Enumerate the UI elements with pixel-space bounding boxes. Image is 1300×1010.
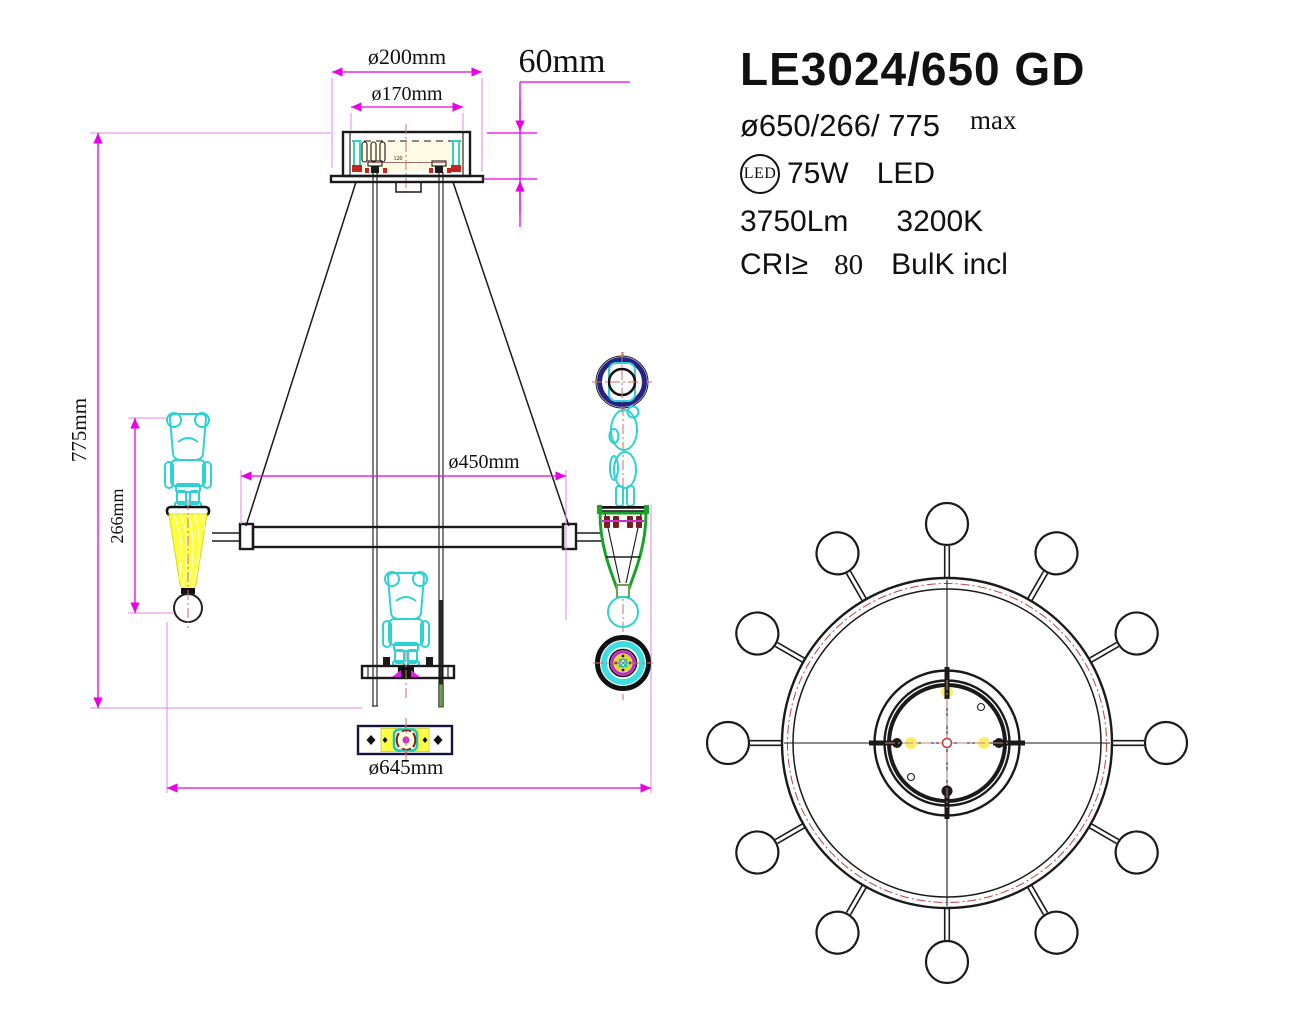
dimension-pendant-height: 266mm [107,417,173,614]
source-type: LED [876,157,936,190]
bulb-side-view [607,596,639,628]
wattage-value: 75W [787,157,849,190]
ring-diameter-label: ø450mm [448,451,520,473]
dimension-canopy-height: 60mm [483,43,630,227]
overall-diameter-label: ø645mm [369,755,444,779]
dimension-ring-diameter: ø450mm [240,451,567,620]
shade-bottom-view [593,635,653,691]
canopy-inner-note: 120 [394,156,403,162]
ceiling-canopy: 120 [329,124,485,196]
product-power-line: LED 75W LED [740,154,1220,194]
overall-height-label: 775mm [67,398,91,462]
connector-bottom-detail [356,718,454,762]
product-cri-line: CRI≥ 80 BulK incl [740,248,1220,282]
dimension-canopy-outer: ø200mm [331,44,483,172]
dimension-canopy-inner: ø170mm [350,83,464,130]
light-ring-bar [212,522,603,551]
center-rod-left [372,172,378,707]
bear-figure-front-center [382,571,430,667]
side-detail-views [592,352,653,700]
luminous-flux: 3750Lm [740,205,849,238]
bear-figure-side-view [608,405,640,507]
canopy-top-view [869,667,1025,819]
pendant-element-height-label: 266mm [107,488,127,543]
led-badge-icon: LED [740,154,780,194]
product-info-block: LE3024/650 GD ø650/266/ 775 max LED 75W L… [740,42,1220,282]
bulb-spokes [705,501,1189,985]
ring-outer-circle [780,576,1114,910]
suspension-cable-left [245,181,357,527]
cri-label: CRI≥ [740,248,809,281]
canopy-outer-diameter-label: ø200mm [368,44,446,69]
pendant-left [164,412,212,628]
green-cone-side-view [597,505,649,628]
cri-value: 80 [834,249,864,281]
size-summary: ø650/266/ 775 [740,108,940,143]
yellow-cone-shade [168,513,208,590]
bulb-included: BulK incl [891,248,1008,281]
dimension-overall-diameter: ø645mm [166,505,652,793]
canopy-height-label: 60mm [519,43,606,80]
bear-figure-front-left [164,412,212,508]
canopy-bolt-right [431,160,447,173]
suspension-cable-right [452,181,570,527]
product-size-line: ø650/266/ 775 max [740,105,1220,144]
product-model: LE3024/650 GD [740,43,1086,95]
center-mark [941,737,953,749]
center-rod-right [438,172,444,708]
front-view: 120 [67,43,652,793]
dimension-overall-height: 775mm [67,132,362,709]
product-flux-line: 3750Lm 3200K [740,205,1220,239]
top-view [705,501,1189,985]
lower-tier [360,571,456,700]
size-max-note: max [969,105,1017,135]
color-temperature: 3200K [896,205,984,238]
canopy-inner-diameter-label: ø170mm [371,83,443,105]
shade-holder-top-view [592,352,652,412]
canopy-bolt-left [367,160,383,173]
